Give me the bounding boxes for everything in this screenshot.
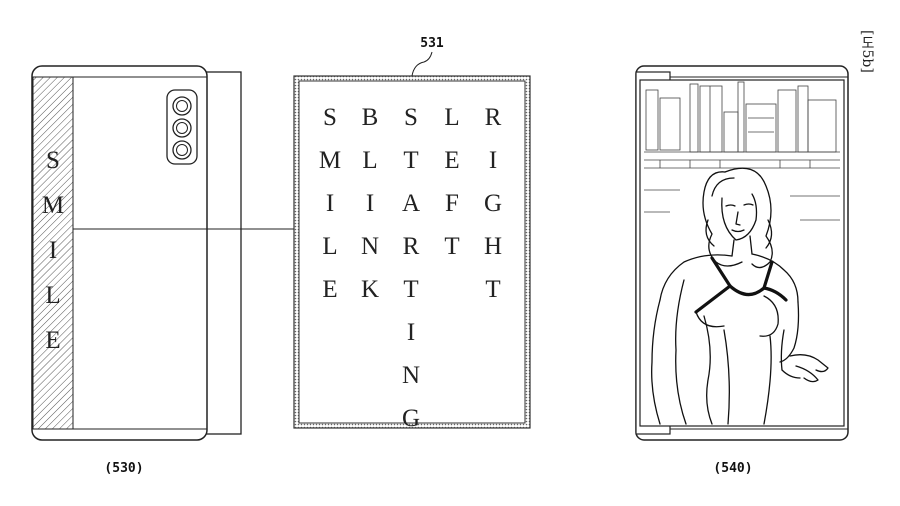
- word-column-letter: B: [361, 104, 379, 131]
- screen-woman-illustration: [651, 167, 829, 425]
- device-530-body: [31, 65, 208, 441]
- device-540-screen: [639, 79, 845, 427]
- word-column-letter: A: [401, 190, 421, 217]
- screen-background-buildings: [644, 81, 840, 221]
- word-column-letter: L: [362, 147, 378, 174]
- camera-module-icon: [166, 89, 198, 165]
- device-530-back-panel: [204, 71, 242, 435]
- word-column-letter: G: [483, 190, 503, 217]
- enlarged-display-531: [293, 51, 531, 429]
- word-column-letter: L: [322, 233, 338, 260]
- word-column-letter: L: [444, 104, 460, 131]
- word-column-letter: I: [325, 190, 335, 217]
- word-column-letter: S: [323, 104, 337, 131]
- side-text-letter: I: [48, 237, 58, 264]
- reference-numeral-531: 531: [420, 36, 444, 51]
- side-text-letter: L: [45, 282, 61, 309]
- word-column-letter: E: [444, 147, 460, 174]
- word-column-letter: M: [318, 147, 342, 174]
- word-column-letter: G: [401, 405, 421, 432]
- reference-531-leader: [411, 51, 433, 77]
- device-540-front-view: [635, 65, 849, 441]
- word-column-letter: T: [444, 233, 460, 260]
- figure-label: [도5b]: [859, 30, 875, 73]
- display-531-inner: [298, 80, 526, 424]
- word-column-letter: R: [484, 104, 502, 131]
- side-text-letter: S: [46, 147, 60, 174]
- word-column-letter: T: [403, 147, 419, 174]
- word-column-letter: K: [360, 276, 380, 303]
- word-column-letter: I: [488, 147, 498, 174]
- word-column-letter: N: [401, 362, 421, 389]
- word-column-letter: E: [322, 276, 338, 303]
- caption-540: (540): [713, 461, 753, 476]
- device-530-hatched-side-display: [32, 76, 74, 430]
- word-column-letter: I: [406, 319, 416, 346]
- word-column-letter: T: [485, 276, 501, 303]
- word-column-letter: T: [403, 276, 419, 303]
- side-text-letter: E: [45, 327, 61, 354]
- word-column-letter: I: [365, 190, 375, 217]
- device-530-rear-view: [31, 65, 295, 441]
- side-text-letter: M: [41, 192, 65, 219]
- word-column-letter: F: [445, 190, 459, 217]
- caption-530: (530): [104, 461, 144, 476]
- word-column-letter: S: [404, 104, 418, 131]
- word-column-letter: R: [402, 233, 420, 260]
- word-column-letter: N: [360, 233, 380, 260]
- word-column-letter: H: [483, 233, 503, 260]
